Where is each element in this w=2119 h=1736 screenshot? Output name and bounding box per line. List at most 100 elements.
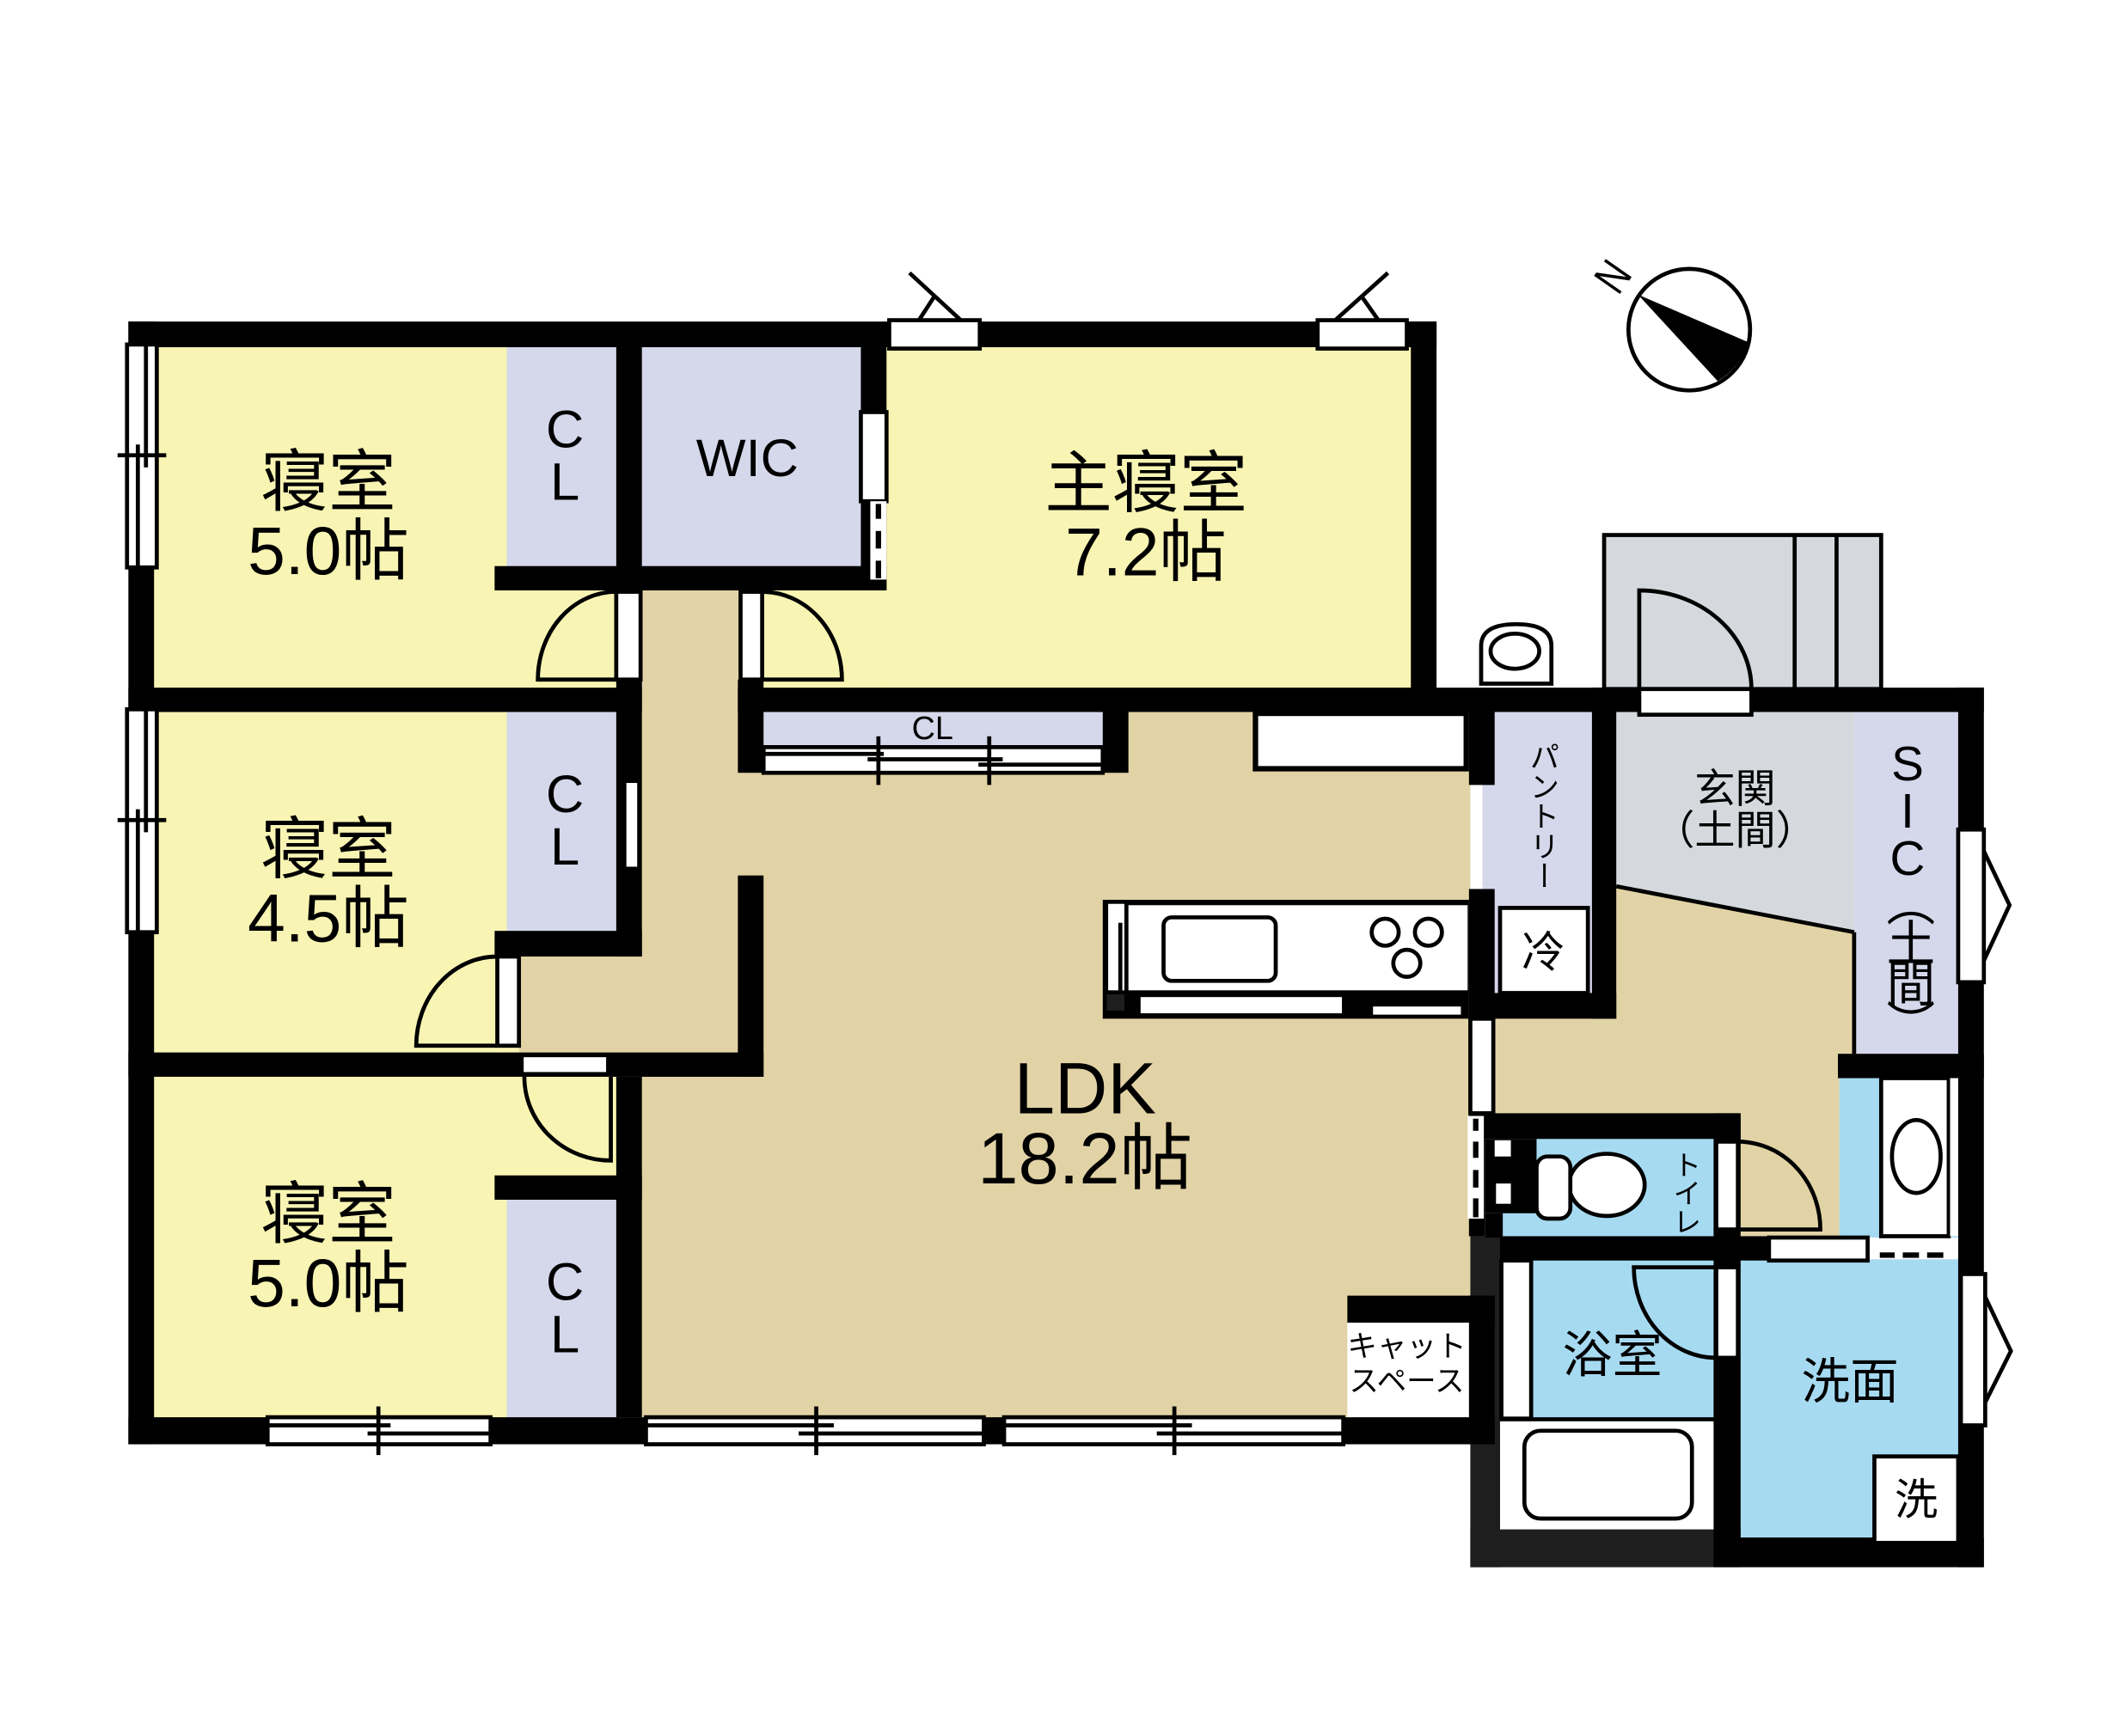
stove-burner-icon [1391, 947, 1423, 979]
wash-basin-strip [1950, 1078, 1958, 1237]
window-sash [1981, 850, 2012, 962]
hallway-lower-floor [518, 955, 741, 1054]
wall [1468, 1113, 1741, 1140]
room-label-closet-nw: CL [536, 400, 594, 507]
entrance-floor [1616, 712, 1854, 932]
window-sash [908, 271, 963, 322]
wall [1591, 688, 1617, 1019]
dash [1926, 1252, 1944, 1258]
room-label-ldk: LDK 18.2帖 [977, 1053, 1192, 1196]
dash [875, 560, 881, 578]
casement-window-sic [1956, 827, 2012, 985]
sink-icon [1161, 915, 1278, 983]
room-name: 寝室 [260, 811, 396, 888]
porch-step-area [1601, 533, 1883, 692]
casement-window-washroom [1958, 1272, 2013, 1427]
toilet-fixture-square [1496, 1183, 1511, 1204]
door-toilet [1714, 1140, 1741, 1232]
sliding-window-ldk-1 [644, 1406, 986, 1456]
toilet-tank-icon [1534, 1154, 1573, 1221]
outdoor-unit-icon [1479, 621, 1554, 686]
wall [1838, 1054, 1984, 1079]
door-swing-bedroom-w [413, 954, 498, 1048]
wall [1499, 1236, 1769, 1261]
door-bedroom-w [495, 954, 522, 1048]
room-label-washroom: 洗面 [1801, 1354, 1899, 1409]
door-swing-bathroom [1632, 1265, 1717, 1360]
ldk-floor [640, 712, 1471, 1419]
doors [495, 410, 1870, 1421]
wall [128, 688, 642, 712]
wall [1102, 712, 1129, 773]
dash [1473, 1118, 1479, 1131]
wall-mid-top [738, 688, 1984, 712]
sic-floor [1853, 712, 1960, 1055]
master-bedroom-alcove-floor [762, 589, 887, 689]
door-entrance [1637, 687, 1754, 717]
door-bedroom-nw [614, 590, 643, 682]
room-label-bedroom-sw: 寝室 5.0帖 [248, 1177, 409, 1322]
wall [1468, 1295, 1495, 1445]
floor-level-lines [1615, 883, 1857, 1054]
closet-sw-floor [506, 1199, 618, 1419]
dashed-openings [870, 501, 1957, 1260]
sliding-window-ldk-2 [1001, 1406, 1345, 1456]
dash [1473, 1198, 1479, 1218]
door-swing-master-bedroom [762, 590, 844, 682]
wall [1470, 1529, 1741, 1568]
porch [1601, 533, 1883, 692]
wall [738, 679, 764, 773]
wall-right [1957, 688, 1984, 1568]
wall [615, 1076, 642, 1418]
wall-master-right [1411, 321, 1437, 712]
counter-drawer [1373, 1006, 1461, 1015]
entrance-step-line [1615, 883, 1855, 935]
window-frame [1315, 318, 1409, 351]
door-closet-w [622, 779, 641, 871]
room-label-bathroom: 浴室 [1562, 1327, 1663, 1384]
casement-window-north-2 [1315, 271, 1409, 351]
ldk-closet-floor [763, 712, 1105, 750]
dash [1473, 1141, 1479, 1158]
closet-nw-floor [506, 347, 618, 568]
door-swings [413, 588, 1822, 1360]
window-sash [1983, 1296, 2013, 1403]
door-wic [859, 410, 889, 504]
toilet-bowl-icon [1566, 1152, 1647, 1219]
wall [1485, 1213, 1504, 1238]
casement-window-north-1 [887, 271, 983, 351]
window-sash [1333, 271, 1390, 322]
windows [117, 271, 2013, 1456]
room-size: 7.2帖 [1065, 514, 1228, 590]
dash [1879, 1252, 1895, 1258]
kitchen-counter [1102, 710, 1469, 1019]
room-label-entrance: 玄関 （土間） [1654, 769, 1816, 853]
compass-needle [1638, 294, 1748, 382]
window-sash [1360, 296, 1381, 321]
room-label-master-bedroom: 主寝室 7.2帖 [1044, 449, 1247, 587]
wall [1499, 1417, 1715, 1421]
washing-machine-space [1872, 1454, 1961, 1545]
door-ldk-hall [1468, 1016, 1496, 1116]
stove-burner-icon [1412, 916, 1444, 948]
wall-top [128, 321, 1437, 348]
door-swing-bedroom-nw [536, 590, 616, 682]
room-label-bedroom-nw: 寝室 5.0帖 [248, 444, 409, 590]
room-name: 寝室 [260, 1177, 396, 1253]
bathroom-window-strip [1499, 1258, 1534, 1421]
room-name: 寝室 [260, 444, 396, 521]
room-label-sic: SIC（土間） [1879, 735, 1936, 1040]
closet-w-floor [506, 712, 618, 932]
room-label-closet-w: CL [536, 766, 594, 871]
refrigerator-space [1497, 906, 1590, 995]
stove-burner-icon [1369, 916, 1401, 948]
room-size: 5.0帖 [248, 1245, 409, 1322]
wall [1468, 993, 1617, 1019]
dash [875, 504, 881, 519]
room-size: 5.0帖 [248, 513, 409, 590]
ldk-closet-sliding-door [761, 736, 1105, 785]
master-bedroom-floor [885, 347, 1412, 689]
wash-basin-icon [1889, 1117, 1943, 1195]
counter-drawer [1137, 994, 1345, 1017]
